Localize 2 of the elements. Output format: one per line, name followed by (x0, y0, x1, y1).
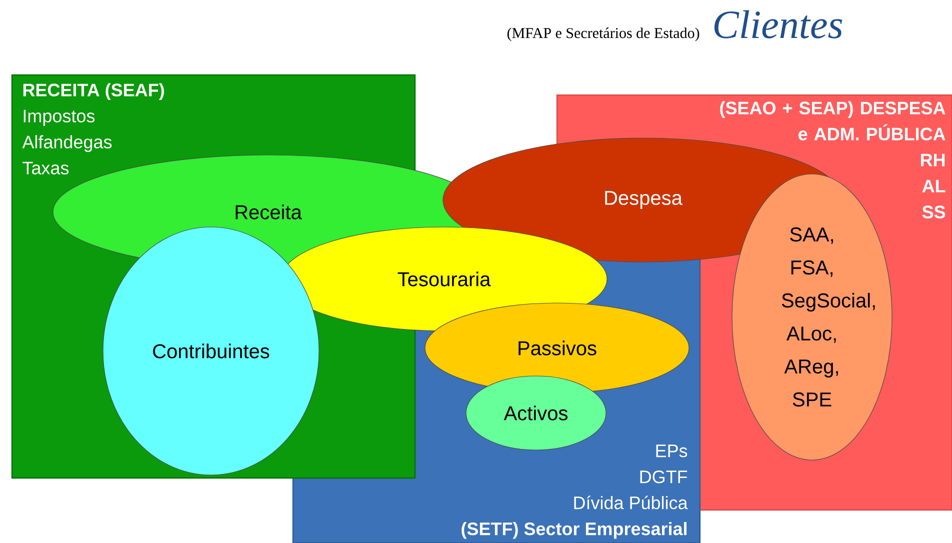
subtitle: (MFAP e Secretários de Estado) (507, 28, 700, 42)
title: Clientes (714, 10, 842, 38)
